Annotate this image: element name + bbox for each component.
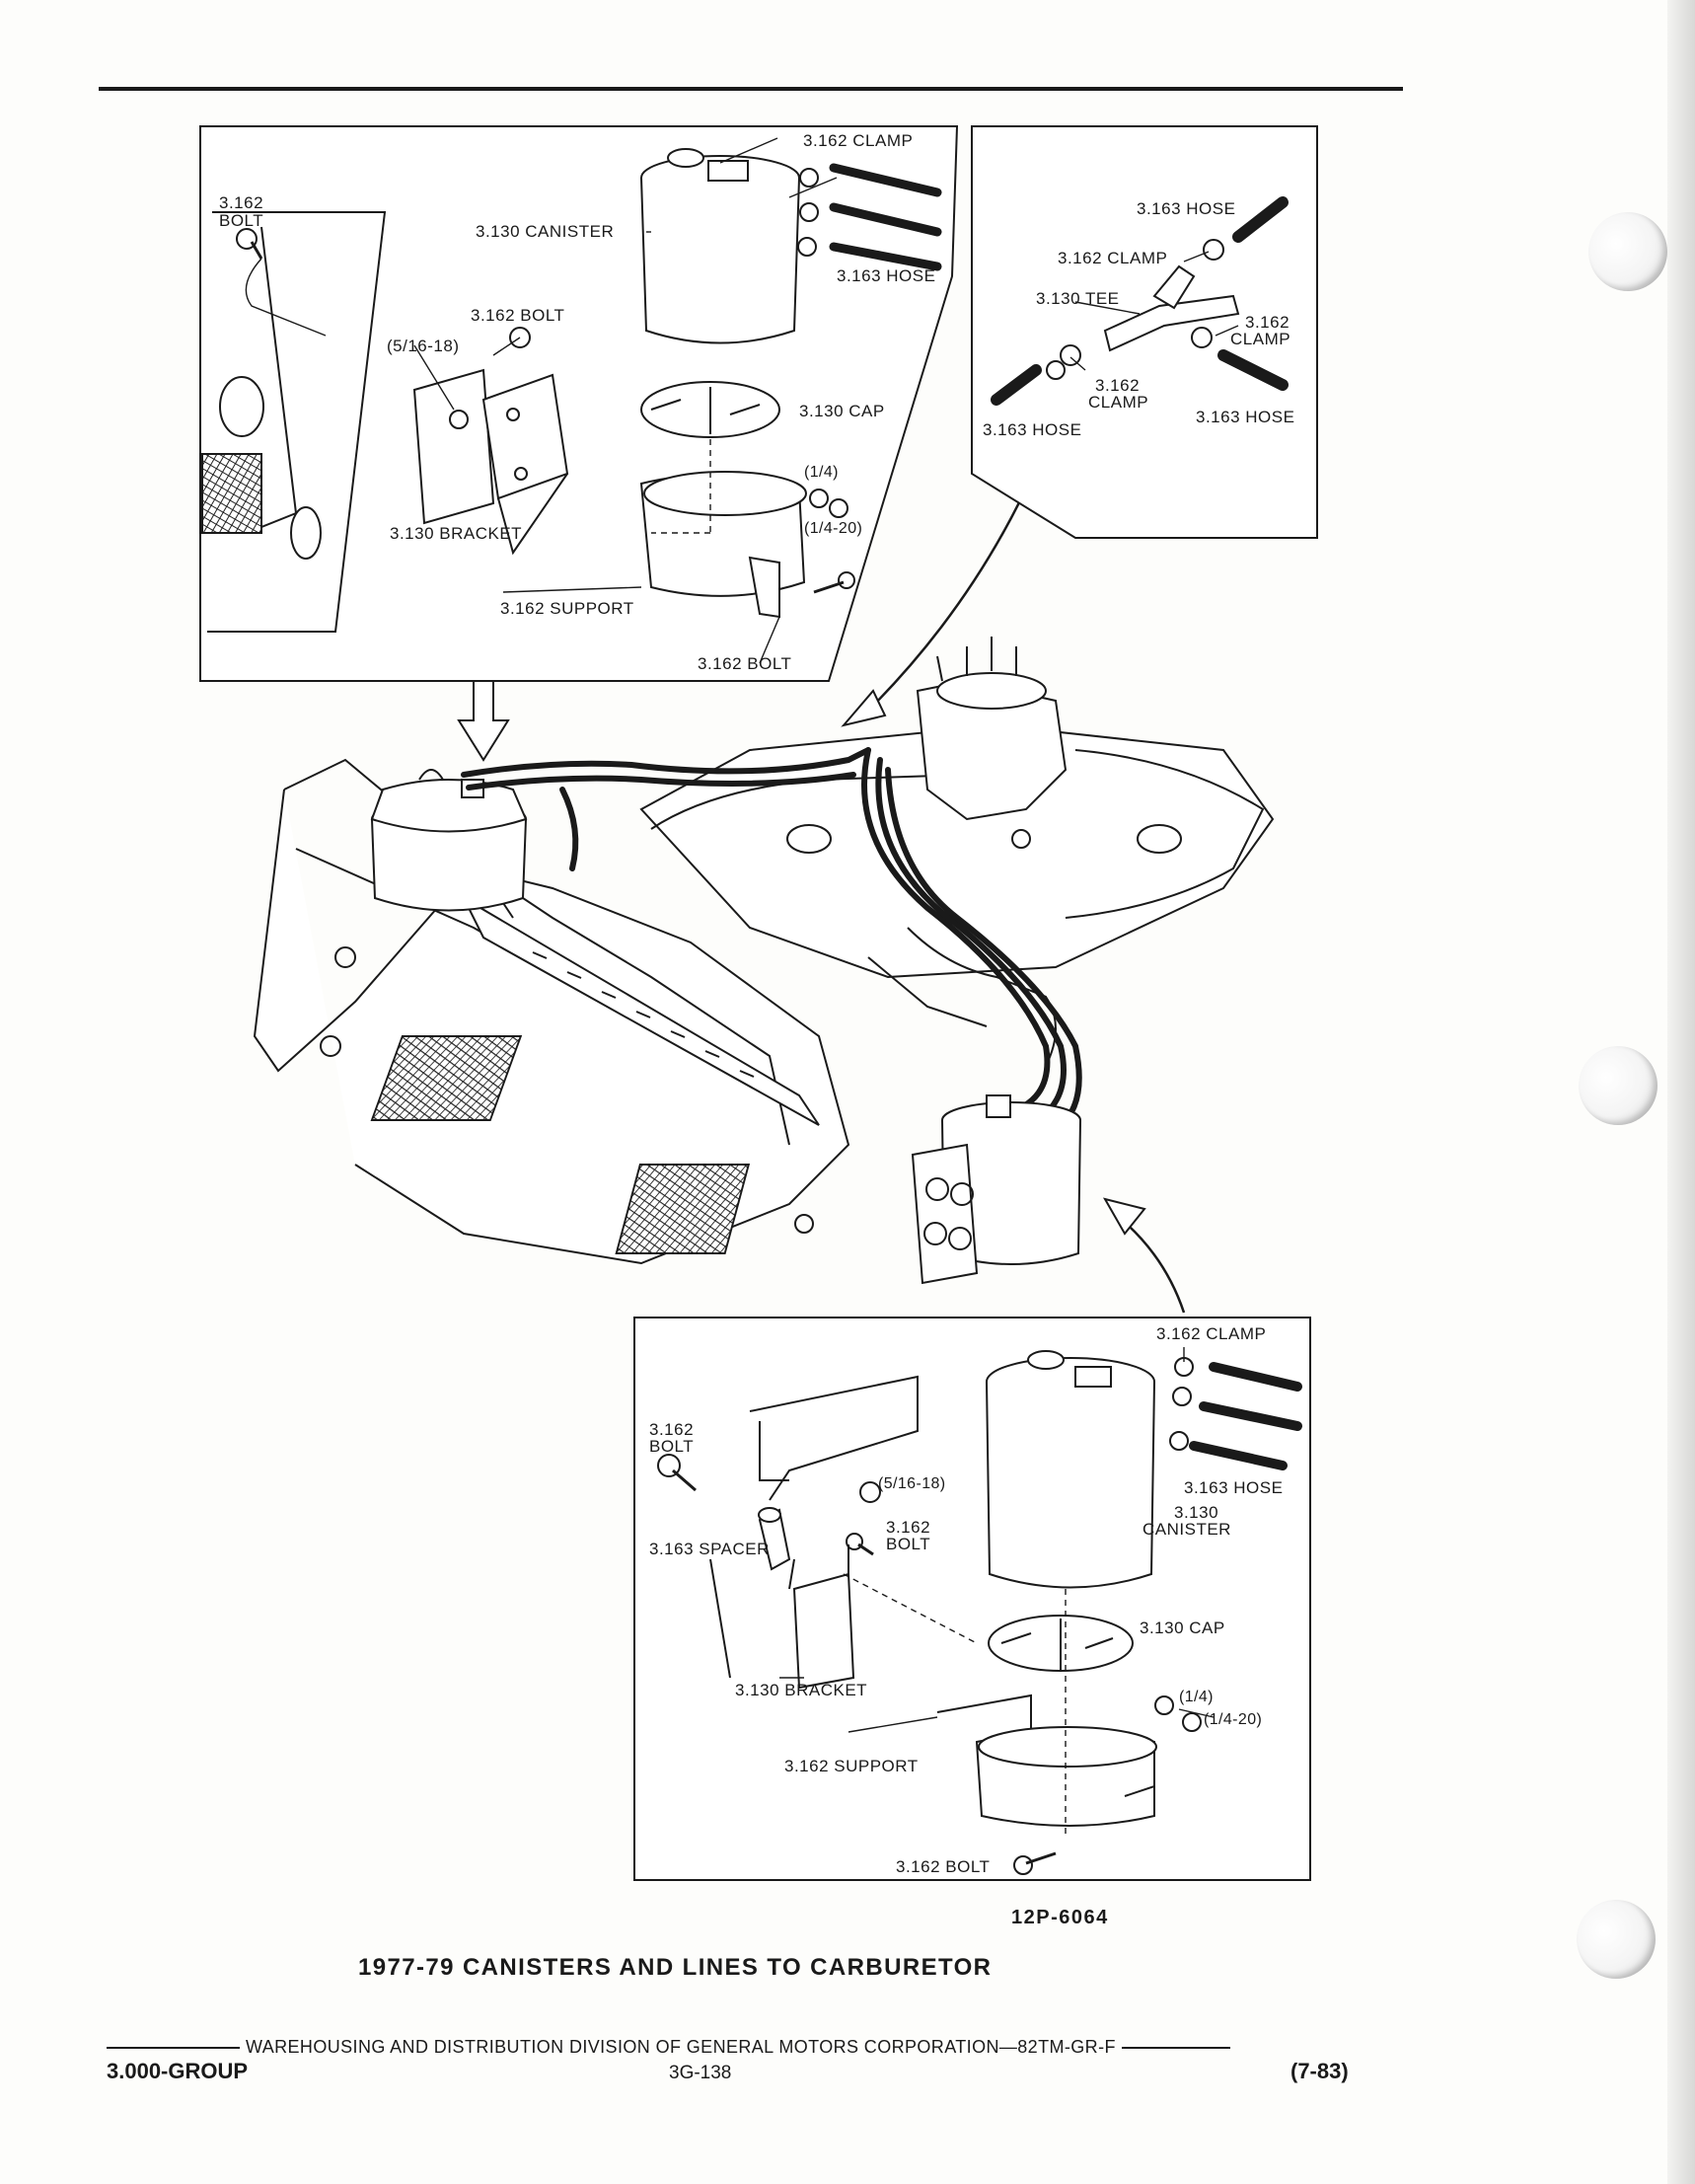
inset-top-left: 3.162 BOLT 3.130 CANISTER 3.162 CLAMP 3.…	[199, 125, 959, 682]
label-tr-clamp-right-1: 3.162	[1245, 313, 1290, 332]
label-tl-nut-5-16: (5/16-18)	[387, 337, 459, 355]
label-tl-bolt-line1: 3.162	[219, 193, 263, 212]
grille-mesh-upper	[370, 1035, 523, 1121]
inset-b-labels: 3.162 CLAMP 3.162 BOLT (5/16-18) 3.162 B…	[649, 1324, 1283, 1876]
label-b-cap: 3.130 CAP	[1140, 1619, 1225, 1637]
footer-publisher-line: WAREHOUSING AND DISTRIBUTION DIVISION OF…	[107, 2037, 1360, 2058]
figure-number: 12P-6064	[1011, 1907, 1109, 1928]
callout-arrows	[457, 488, 1186, 1314]
grille-mesh-lower	[615, 1164, 751, 1254]
label-b-clamp: 3.162 CLAMP	[1156, 1324, 1266, 1343]
label-tl-nut-1-4: (1/4)	[804, 464, 839, 481]
label-b-nut-1-4: (1/4)	[1179, 1689, 1214, 1705]
arrow-to-right-canister	[1102, 1197, 1146, 1236]
label-b-canister-2: CANISTER	[1142, 1520, 1231, 1539]
label-tl-support: 3.162 SUPPORT	[500, 599, 634, 618]
label-b-nut-1-4-20: (1/4-20)	[1204, 1711, 1262, 1728]
label-tr-clamp-mid-2: CLAMP	[1088, 393, 1148, 412]
label-b-bracket: 3.130 BRACKET	[735, 1681, 867, 1699]
label-b-nut-5-16: (5/16-18)	[878, 1475, 946, 1492]
label-b-bolt-mid-1: 3.162	[886, 1518, 930, 1537]
label-b-bolt-left-2: BOLT	[649, 1437, 694, 1456]
label-tr-tee: 3.130 TEE	[1036, 289, 1120, 308]
inset-tl-drawing	[201, 137, 942, 664]
arrow-to-tee	[841, 689, 887, 727]
label-tr-clamp-mid-1: 3.162	[1095, 376, 1140, 395]
label-tl-nut-1-4-20: (1/4-20)	[804, 520, 862, 537]
engine-assembly-illustration	[253, 637, 1275, 1285]
punch-hole-bottom	[1577, 1900, 1656, 1979]
label-b-canister-1: 3.130	[1174, 1503, 1218, 1522]
footer-page-number: 3G-138	[669, 2063, 732, 2083]
footer-group: 3.000-GROUP	[107, 2059, 249, 2083]
label-b-spacer: 3.163 SPACER	[649, 1540, 770, 1558]
figure-caption: 1977-79 CANISTERS AND LINES TO CARBURETO…	[358, 1954, 993, 1981]
arrow-to-left-canister	[457, 680, 510, 762]
inset-tr-drawing	[991, 196, 1289, 406]
label-tl-cap: 3.130 CAP	[799, 402, 885, 420]
inset-tr-labels: 3.163 HOSE 3.162 CLAMP 3.130 TEE 3.162 C…	[983, 199, 1294, 439]
label-tr-hose-left: 3.163 HOSE	[983, 420, 1081, 439]
label-b-hose: 3.163 HOSE	[1184, 1478, 1283, 1497]
label-tl-bolt-mid: 3.162 BOLT	[471, 306, 564, 325]
label-b-support: 3.162 SUPPORT	[784, 1757, 919, 1775]
label-b-bolt-bottom: 3.162 BOLT	[896, 1857, 990, 1876]
footer-publisher: WAREHOUSING AND DISTRIBUTION DIVISION OF…	[246, 2037, 1116, 2057]
label-tr-hose-right: 3.163 HOSE	[1196, 408, 1294, 426]
inset-b-drawing	[657, 1347, 1302, 1875]
label-tr-clamp-right-2: CLAMP	[1230, 330, 1290, 348]
label-tl-bracket: 3.130 BRACKET	[390, 524, 522, 543]
label-tl-canister: 3.130 CANISTER	[476, 222, 614, 241]
punch-hole-middle	[1579, 1046, 1658, 1125]
punch-hole-top	[1588, 212, 1667, 291]
page-edge	[1667, 0, 1695, 2184]
label-b-bolt-left-1: 3.162	[649, 1420, 694, 1439]
footer-revision: (7-83)	[1290, 2059, 1349, 2083]
top-rule	[99, 87, 1403, 91]
inset-top-right: 3.163 HOSE 3.162 CLAMP 3.130 TEE 3.162 C…	[971, 125, 1318, 539]
label-b-bolt-mid-2: BOLT	[886, 1535, 930, 1553]
inset-bottom: 3.162 CLAMP 3.162 BOLT (5/16-18) 3.162 B…	[633, 1317, 1311, 1881]
label-tr-hose-top: 3.163 HOSE	[1137, 199, 1235, 218]
label-tl-hose: 3.163 HOSE	[837, 266, 935, 285]
inset-tl-labels: 3.162 BOLT 3.130 CANISTER 3.162 CLAMP 3.…	[219, 131, 935, 673]
label-tl-bolt-bottom: 3.162 BOLT	[698, 654, 791, 673]
label-tl-clamp: 3.162 CLAMP	[803, 131, 913, 150]
label-tr-clamp-top: 3.162 CLAMP	[1058, 249, 1167, 267]
label-tl-bolt-line2: BOLT	[219, 211, 263, 230]
